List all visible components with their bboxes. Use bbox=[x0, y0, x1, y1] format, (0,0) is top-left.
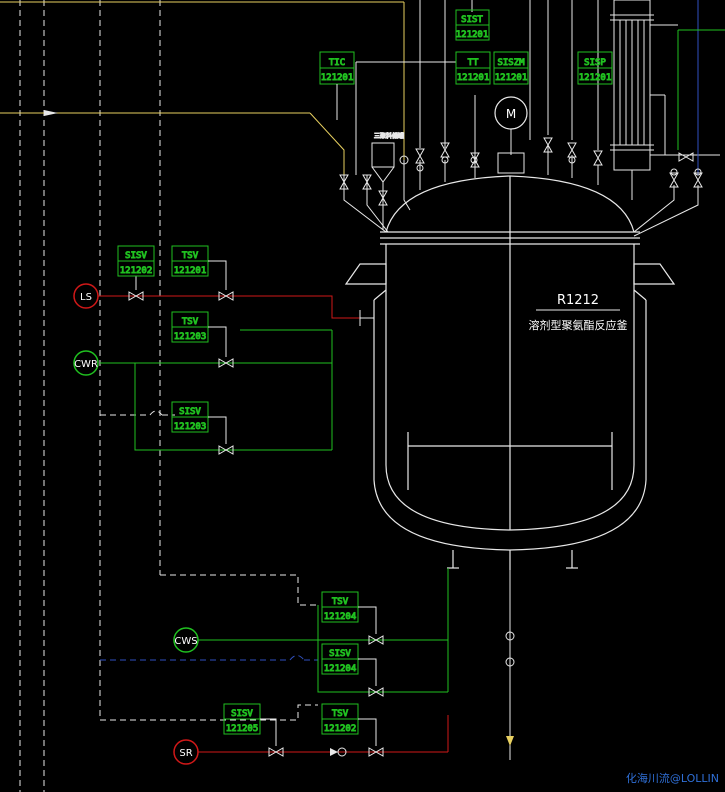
tag-tic-121201: TIC 121201 bbox=[319, 51, 355, 85]
utility-ls: LS bbox=[73, 283, 99, 309]
svg-text:LS: LS bbox=[80, 292, 92, 303]
instrument-tags: SIST 121201 TIC 121201 TT 121201 SISZM 1… bbox=[117, 9, 613, 735]
svg-text:CWR: CWR bbox=[74, 359, 98, 370]
top-nozzles bbox=[339, 137, 703, 237]
tag-tsv-121204: TSV 121204 bbox=[321, 591, 377, 623]
svg-text:121201: 121201 bbox=[321, 73, 354, 83]
top-lines bbox=[0, 0, 725, 175]
svg-text:SISV: SISV bbox=[179, 407, 201, 417]
svg-text:TSV: TSV bbox=[182, 251, 199, 261]
tag-sisv-121204: SISV 121204 bbox=[321, 643, 377, 675]
svg-text:SR: SR bbox=[179, 748, 192, 759]
svg-text:SISV: SISV bbox=[329, 649, 351, 659]
svg-text:121203: 121203 bbox=[174, 332, 207, 342]
tag-tt-121201: TT 121201 bbox=[455, 51, 491, 85]
svg-text:SISV: SISV bbox=[231, 709, 253, 719]
svg-text:121201: 121201 bbox=[495, 73, 528, 83]
feed-tank-label: 三聚料储罐 bbox=[374, 132, 404, 140]
equipment-name: 溶剂型聚氨酯反应釜 bbox=[529, 318, 628, 332]
svg-text:CWS: CWS bbox=[174, 636, 197, 647]
tag-sisv-121205: SISV 121205 bbox=[223, 703, 277, 735]
svg-text:121201: 121201 bbox=[457, 73, 490, 83]
svg-text:TSV: TSV bbox=[182, 317, 199, 327]
svg-text:121201: 121201 bbox=[579, 73, 612, 83]
svg-text:121201: 121201 bbox=[456, 30, 489, 40]
tag-siszm-121201: SISZM 121201 bbox=[493, 51, 529, 85]
utility-cws: CWS bbox=[173, 627, 199, 653]
svg-text:SISP: SISP bbox=[584, 58, 606, 68]
tag-tsv-121201: TSV 121201 bbox=[171, 245, 227, 277]
equipment-label: R1212 溶剂型聚氨酯反应釜 bbox=[529, 293, 628, 332]
feed-tank: 三聚料储罐 bbox=[371, 132, 405, 230]
tag-sisv-121202: SISV 121202 bbox=[117, 245, 155, 277]
condenser bbox=[610, 0, 654, 200]
tag-tsv-121203: TSV 121203 bbox=[171, 311, 227, 343]
svg-text:121205: 121205 bbox=[226, 724, 259, 734]
equipment-id: R1212 bbox=[557, 293, 599, 308]
svg-text:TSV: TSV bbox=[332, 709, 349, 719]
svg-text:121203: 121203 bbox=[174, 422, 207, 432]
svg-text:TT: TT bbox=[468, 58, 479, 68]
utility-cwr: CWR bbox=[73, 350, 99, 376]
line-valves bbox=[128, 276, 384, 757]
svg-text:SISZM: SISZM bbox=[497, 58, 525, 68]
tag-sisv-121203: SISV 121203 bbox=[171, 401, 227, 433]
utility-sr: SR bbox=[173, 739, 199, 765]
tag-tsv-121202: TSV 121202 bbox=[321, 703, 377, 735]
svg-text:121204: 121204 bbox=[324, 612, 357, 622]
reactor-vessel bbox=[344, 175, 676, 570]
svg-text:TSV: TSV bbox=[332, 597, 349, 607]
tag-sisp-121201: SISP 121201 bbox=[577, 51, 613, 85]
watermark: 化海川流@LOLLIN bbox=[625, 772, 719, 785]
ls-piping bbox=[98, 295, 374, 326]
cw-piping bbox=[100, 329, 333, 451]
agitator-motor: M bbox=[494, 96, 528, 174]
tag-sist-121201: SIST 121201 bbox=[455, 9, 490, 41]
svg-text:121202: 121202 bbox=[120, 266, 153, 276]
svg-text:121201: 121201 bbox=[174, 266, 207, 276]
svg-text:SIST: SIST bbox=[461, 15, 483, 25]
svg-text:TIC: TIC bbox=[329, 58, 345, 68]
svg-text:SISV: SISV bbox=[125, 251, 147, 261]
signal-lines bbox=[19, 0, 318, 792]
motor-label: M bbox=[506, 107, 516, 121]
svg-text:121204: 121204 bbox=[324, 664, 357, 674]
svg-text:121202: 121202 bbox=[324, 724, 357, 734]
cws-piping bbox=[198, 568, 515, 760]
